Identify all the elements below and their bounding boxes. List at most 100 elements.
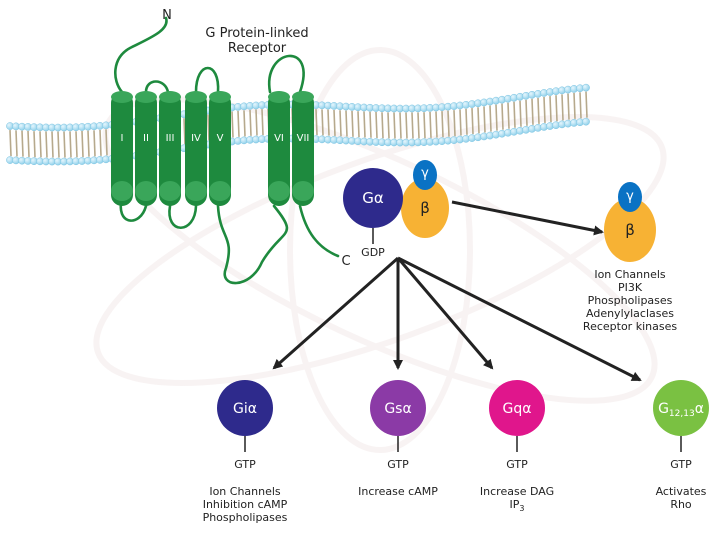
arrow-to-beta-gamma [451, 200, 604, 236]
alpha-subunit-effect-item: Increase DAG [479, 485, 555, 498]
lipid-tail [21, 130, 24, 157]
lipid-tail [525, 99, 528, 126]
free-beta-label: β [625, 221, 635, 239]
lipid-tail [573, 92, 576, 119]
alpha-subunit-circle [489, 380, 545, 436]
alpha-subunit-4: G12,13α [653, 380, 709, 452]
alpha-subunit-3: Gqα [489, 380, 545, 452]
beta-gamma-effect-item: PI3K [617, 281, 643, 294]
alpha-subunit-2: Gsα [370, 380, 426, 452]
lipid-tail [435, 111, 438, 138]
lipid-tail [357, 111, 360, 138]
alpha-subunit-effects: Increase cAMP [338, 485, 458, 498]
beta-gamma-effect-item: Phospholipases [587, 294, 673, 307]
helix-bottom [292, 181, 314, 201]
lipid-tail [579, 92, 582, 119]
lipid-tail [399, 112, 402, 139]
helix-body [135, 92, 157, 206]
alpha-subunit-effect-item: Ion Channels [209, 485, 281, 498]
lipid-tail [207, 114, 210, 141]
alpha-subunit-circle [217, 380, 273, 436]
lipid-tail [81, 130, 84, 158]
helix-4: IV [185, 91, 207, 206]
alpha-subunit [343, 168, 403, 228]
free-beta-subunit [604, 198, 656, 262]
lipid-tail [99, 129, 102, 156]
lipid-tail [27, 130, 30, 157]
alpha-subunit-nucleotide: GTP [387, 458, 409, 471]
helix-label: II [143, 133, 149, 144]
lipid-tail [585, 91, 588, 118]
beta-gamma-effect-item: Ion Channels [594, 268, 666, 281]
gamma-subunit [413, 160, 437, 190]
lipid-tail [255, 109, 258, 136]
lipid-tail [381, 112, 384, 139]
lipid-tail [453, 110, 456, 137]
beta-gamma-effect-item: Adenylylaclases [586, 307, 674, 320]
lipid-tail [465, 108, 468, 135]
lipid-tail [75, 131, 78, 158]
lipid-tail [231, 111, 234, 138]
lipid-tail [87, 130, 90, 157]
alpha-subunit-nucleotide: GTP [506, 458, 528, 471]
free-gamma-label: γ [626, 189, 634, 204]
alpha-subunits: Giα Gsα Gqα G12,13α [217, 380, 709, 452]
lipid-tail [543, 96, 546, 123]
lipid-tail [483, 106, 486, 133]
lipid-tail [441, 111, 444, 138]
helix-top [185, 91, 207, 103]
lipid-tail [375, 111, 378, 139]
lipid-tail [411, 112, 414, 139]
lipid-tail [531, 98, 534, 125]
g-protein-heterotrimer [343, 160, 449, 244]
alpha-subunit-name: Gqα [503, 401, 532, 417]
alpha-subunit-name: Giα [233, 401, 257, 417]
gdp-label: GDP [361, 246, 385, 259]
lipid-tail [249, 109, 252, 136]
lipid-head [582, 83, 590, 92]
lipid-tail [477, 107, 480, 134]
lipid-tail [363, 111, 366, 138]
free-gamma-subunit [618, 182, 642, 212]
arrow-to-g1213-alpha [397, 256, 642, 382]
alpha-subunit-circle [370, 380, 426, 436]
alpha-subunit-nucleotide: GTP [234, 458, 256, 471]
lipid-tail [51, 131, 54, 158]
beta-gamma-effect-item: Receptor kinases [582, 320, 678, 333]
lipid-tail [327, 109, 330, 136]
alpha-subunit-effect-item: Phospholipases [202, 511, 288, 524]
helix-label: VII [297, 133, 310, 144]
helix-body [209, 92, 231, 206]
lipid-tail [9, 130, 12, 157]
helix-bottom [135, 181, 157, 201]
receptor-title: G Protein-linked Receptor [192, 26, 322, 56]
helix-6: VI [268, 91, 290, 206]
lipid-tail [447, 110, 450, 137]
alpha-subunit-effect-item: Inhibition cAMP [202, 498, 288, 511]
receptor-n-terminus: N [162, 8, 172, 23]
lipid-tail [567, 93, 570, 120]
helix-label: III [166, 133, 175, 144]
helix-label: IV [191, 133, 201, 144]
lipid-tail [105, 129, 108, 156]
beta-subunit [401, 178, 449, 238]
receptor-c-terminus: C [341, 254, 351, 269]
helix-label: VI [274, 133, 284, 144]
lipid-tail [393, 112, 396, 139]
alpha-subunit-name: G12,13α [658, 401, 704, 419]
helix-body [111, 92, 133, 206]
lipid-tail [471, 108, 474, 135]
helix-7: VII [292, 91, 314, 206]
lipid-tail [339, 110, 342, 137]
helix-top [209, 91, 231, 103]
alpha-subunit-nucleotide: GTP [670, 458, 692, 471]
alpha-subunit-effect-item: Rho [670, 498, 692, 511]
alpha-label: Gα [362, 189, 384, 207]
helix-bottom [159, 181, 181, 201]
helix-label: I [121, 133, 124, 144]
